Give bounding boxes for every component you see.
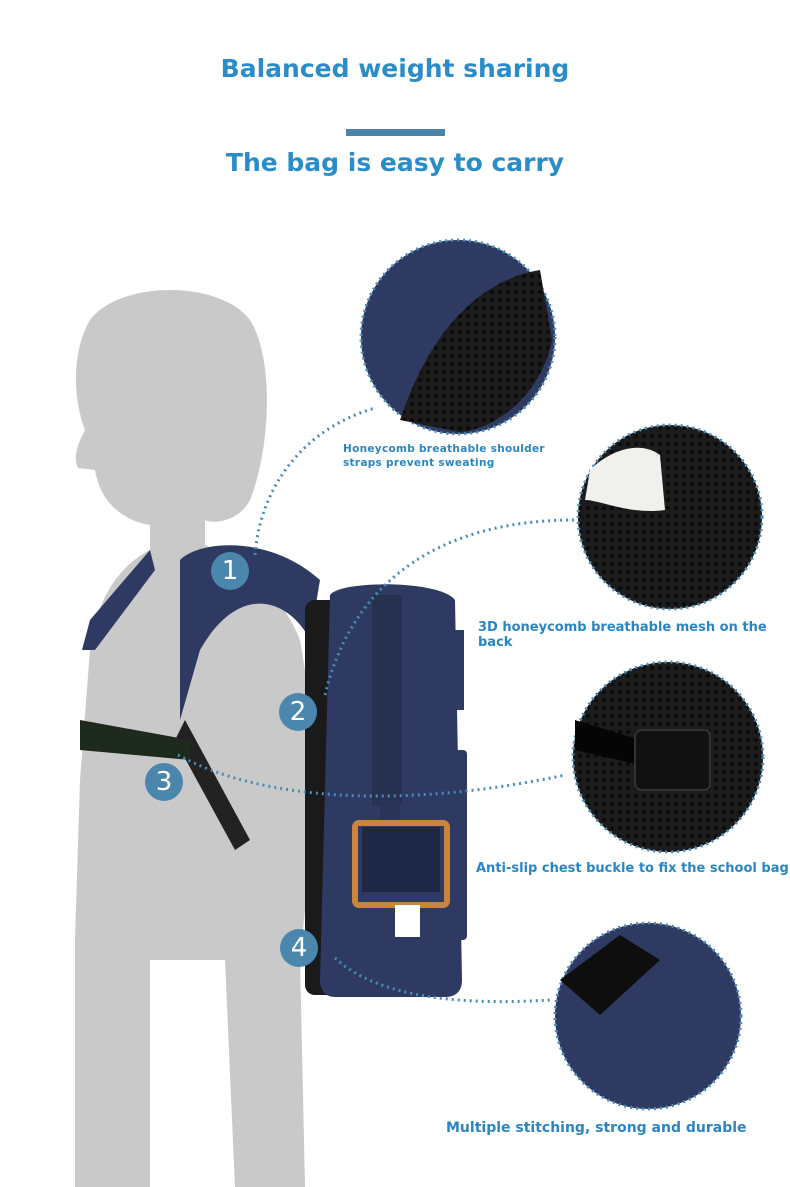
shoulder-strap — [180, 545, 320, 720]
feature-badge-4: 4 — [280, 929, 318, 967]
backpack — [305, 584, 467, 997]
divider — [346, 129, 445, 136]
detail-circle-shoulder — [359, 238, 557, 436]
caption-chest-buckle: Anti-slip chest buckle to fix the school… — [476, 861, 789, 876]
connector-lines — [177, 406, 576, 1004]
feature-badge-1: 1 — [211, 552, 249, 590]
caption-stitching: Multiple stitching, strong and durable — [446, 1120, 747, 1136]
subheadline: The bag is easy to carry — [225, 148, 565, 177]
chest-buckle — [80, 720, 190, 760]
detail-circle-stitching — [553, 921, 743, 1111]
detail-circle-buckle — [571, 660, 765, 854]
feature-badge-2: 2 — [279, 693, 317, 731]
child-silhouette — [75, 290, 320, 1187]
caption-shoulder-straps: Honeycomb breathable shoulder straps pre… — [343, 443, 545, 469]
feature-badge-3: 3 — [145, 763, 183, 801]
detail-circle-back-mesh — [576, 423, 764, 611]
caption-back-mesh: 3D honeycomb breathable mesh on the back — [478, 620, 767, 650]
headline: Balanced weight sharing — [220, 54, 570, 83]
